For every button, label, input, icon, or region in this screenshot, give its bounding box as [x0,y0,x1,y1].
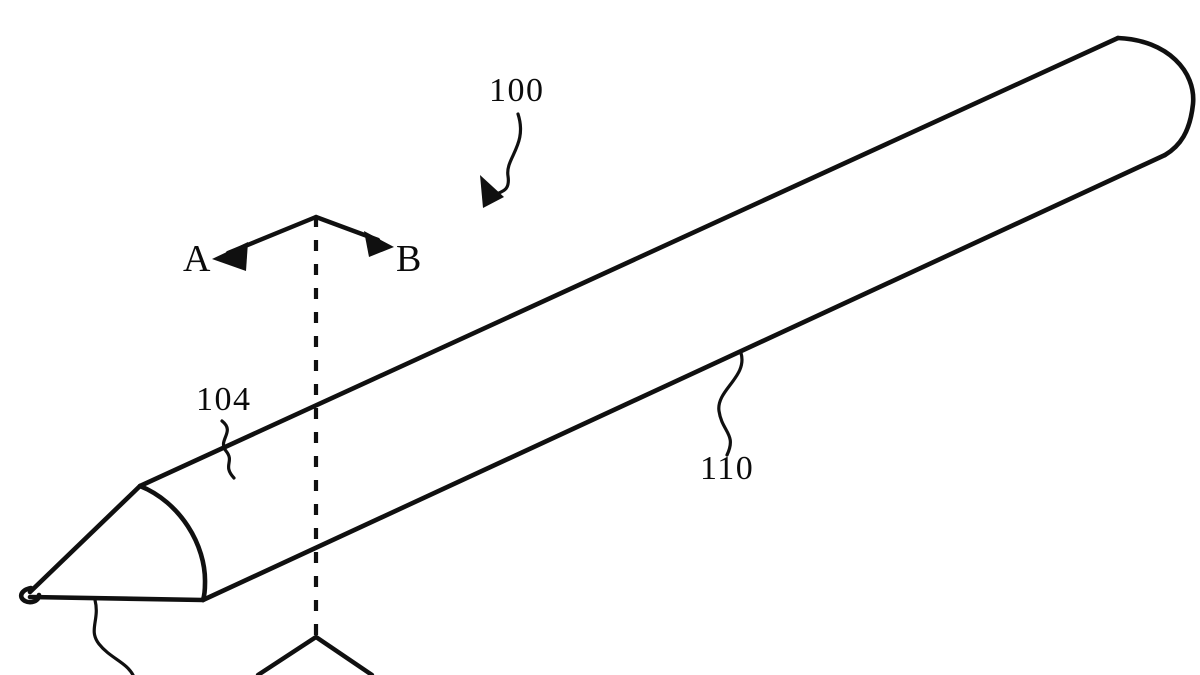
reference-100-label: 100 [489,72,545,109]
direction-b-letter: B [396,238,421,280]
direction-a-arrowhead-icon [212,242,248,271]
stylus-tip-leader-line [92,598,135,675]
stylus-barrel-top-edge [137,35,1121,489]
stylus-tip-nub [18,585,42,605]
direction-indicator-a: A [183,214,319,280]
direction-indicator-b: B [313,214,421,280]
stylus-barrel-bottom-edge [200,152,1168,603]
stylus-tip-cone-bottom-edge [27,594,206,603]
reference-numeral-100: 100 [480,72,545,208]
stylus-tip-cone-top-edge [27,483,143,595]
reference-numeral-110: 110 [700,351,754,487]
direction-indicator-lower [255,634,375,675]
reference-104-label: 104 [196,381,252,418]
reference-numeral-104: 104 [196,381,252,480]
direction-b-arrowhead-icon [364,231,394,257]
direction-lower-right-line [313,634,375,675]
direction-a-letter: A [183,238,211,280]
stylus-barrel-end-cap [1115,35,1196,158]
reference-104-leader-line [220,419,236,480]
stylus-drawing [18,35,1196,675]
direction-lower-left-line [255,634,319,675]
reference-110-label: 110 [700,450,754,487]
reference-100-arrowhead-icon [480,175,504,208]
stylus-tip-section-ellipse [137,483,208,603]
reference-110-leader-line [717,351,744,457]
